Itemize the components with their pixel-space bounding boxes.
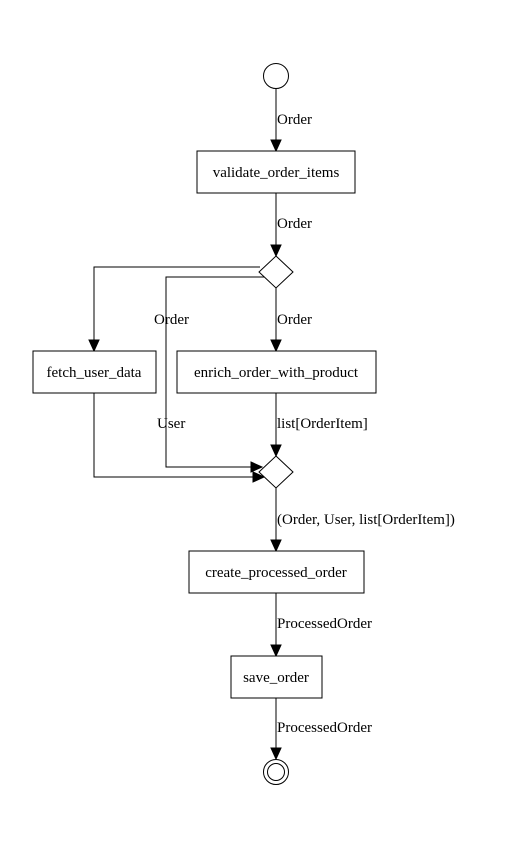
start-node [263,63,289,89]
node-enrich-order-with-product: enrich_order_with_product [176,350,377,394]
arrowhead [252,471,266,483]
end-node [263,759,289,785]
edge-fetch-user-to-join [93,393,266,483]
node-label-validate: validate_order_items [213,165,340,181]
edge-label-validate-to-split: Order [277,216,312,232]
edge-join-to-create [270,488,282,553]
arrowhead [270,339,282,353]
node-fetch-user-data: fetch_user_data [32,350,157,394]
node-label-enrich: enrich_order_with_product [194,365,359,381]
arrowhead [270,747,282,761]
edge-start-to-validate [270,88,282,153]
arrowhead [250,461,264,473]
edge-split-to-enrich [270,288,282,353]
arrowhead [270,444,282,458]
edge-split-to-join [165,276,268,473]
arrowhead [270,539,282,553]
edge-label-join-to-create: (Order, User, list[OrderItem]) [277,512,455,528]
edge-label-create-to-save: ProcessedOrder [277,616,372,632]
node-label-save: save_order [243,670,309,686]
edge-label-split-to-enrich: Order [277,312,312,328]
arrowhead [88,339,100,353]
edge-save-to-end [270,698,282,761]
node-label-fetch-user: fetch_user_data [47,365,142,381]
edge-label-enrich-to-join: list[OrderItem] [277,416,368,432]
arrowhead [270,139,282,153]
node-create-processed-order: create_processed_order [188,550,365,594]
edge-label-fetch-user-to-join: User [157,416,185,432]
node-save-order: save_order [230,655,323,699]
edge-split-to-fetch-user [88,266,260,353]
edge-enrich-to-join [270,393,282,458]
split-decision-diamond [258,255,294,289]
edge-label-save-to-end: ProcessedOrder [277,720,372,736]
edge-label-start-to-validate: Order [277,112,312,128]
node-label-create: create_processed_order [205,565,347,581]
edge-validate-to-split [270,193,282,258]
arrowhead [270,244,282,258]
edge-label-split-to-join: Order [154,312,189,328]
node-validate-order-items: validate_order_items [196,150,356,194]
arrowhead [270,644,282,658]
edge-create-to-save [270,593,282,658]
join-merge-diamond [258,455,294,489]
